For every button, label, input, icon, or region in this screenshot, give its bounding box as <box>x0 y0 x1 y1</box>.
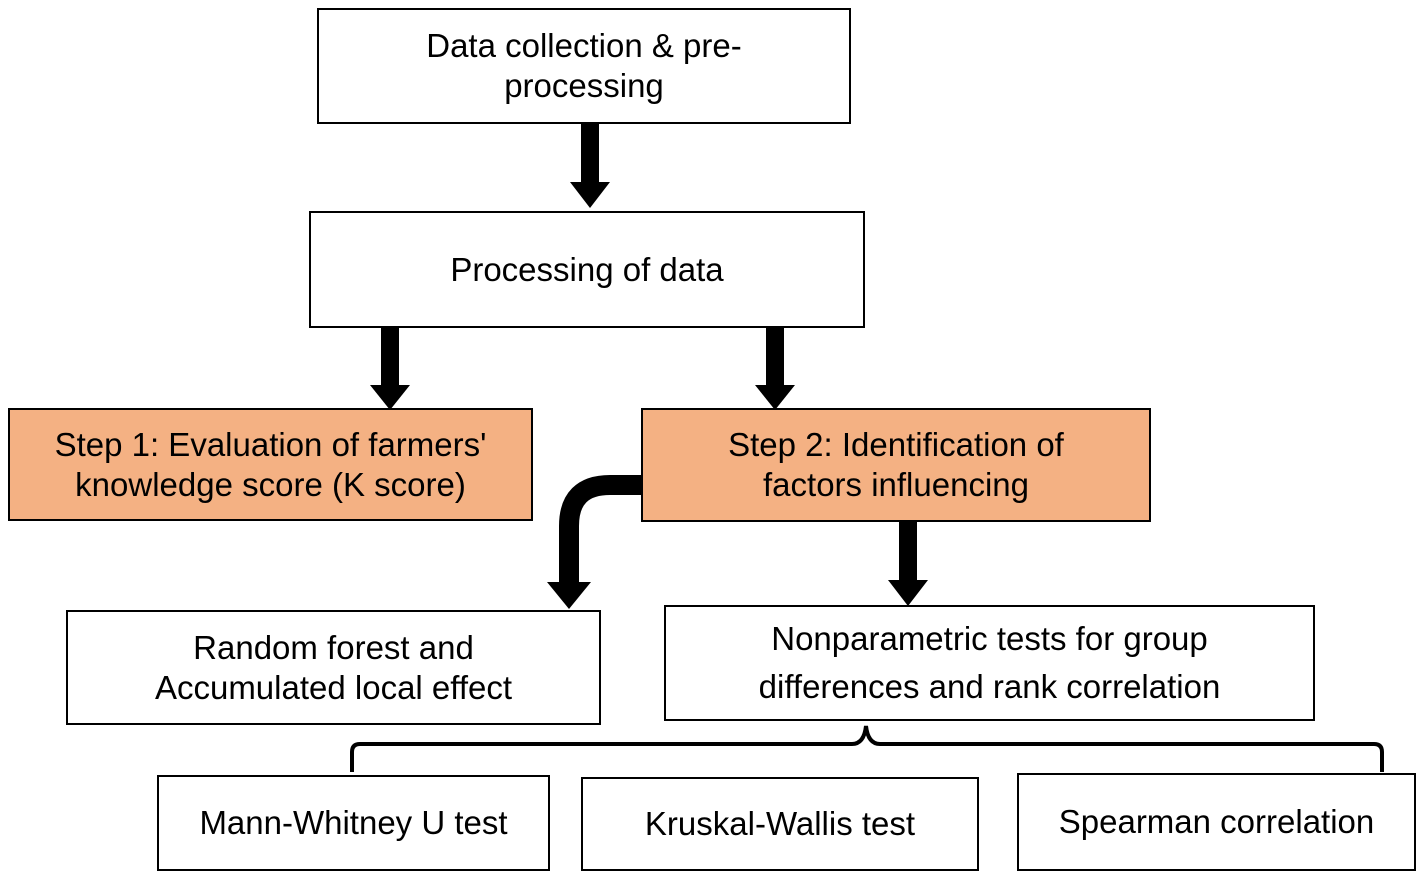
arrow-step2-to-random-forest <box>547 475 642 609</box>
mann-whitney-label: Mann-Whitney U test <box>199 804 508 842</box>
spearman-label: Spearman correlation <box>1058 803 1375 841</box>
step2-box: Step 2: Identification of factors influe… <box>641 408 1151 522</box>
step1-label: Step 1: Evaluation of farmers' knowledge… <box>54 425 487 503</box>
step2-label: Step 2: Identification of factors influe… <box>728 426 1064 503</box>
arrow-processing-to-step2 <box>755 327 795 410</box>
nonparametric-box: Nonparametric tests for group difference… <box>664 605 1315 721</box>
kruskal-wallis-box: Kruskal-Wallis test <box>581 777 979 871</box>
spearman-box: Spearman correlation <box>1017 773 1416 871</box>
data-collection-label: Data collection & pre-processing <box>426 27 742 104</box>
nonparametric-label: Nonparametric tests for group difference… <box>758 620 1221 705</box>
arrow-processing-to-step1 <box>370 327 410 410</box>
random-forest-label: Random forest and Accumulated local effe… <box>154 628 513 706</box>
processing-box: Processing of data <box>309 211 865 328</box>
step1-box: Step 1: Evaluation of farmers' knowledge… <box>8 408 533 521</box>
mann-whitney-box: Mann-Whitney U test <box>157 775 550 871</box>
kruskal-wallis-label: Kruskal-Wallis test <box>644 805 916 843</box>
random-forest-box: Random forest and Accumulated local effe… <box>66 610 601 725</box>
arrow-step2-to-nonparametric <box>888 522 928 606</box>
arrow-data-collection-to-processing <box>570 124 610 208</box>
processing-label: Processing of data <box>450 250 724 288</box>
brace-tests-group <box>350 725 1384 772</box>
data-collection-box: Data collection & pre-processing <box>317 8 851 124</box>
